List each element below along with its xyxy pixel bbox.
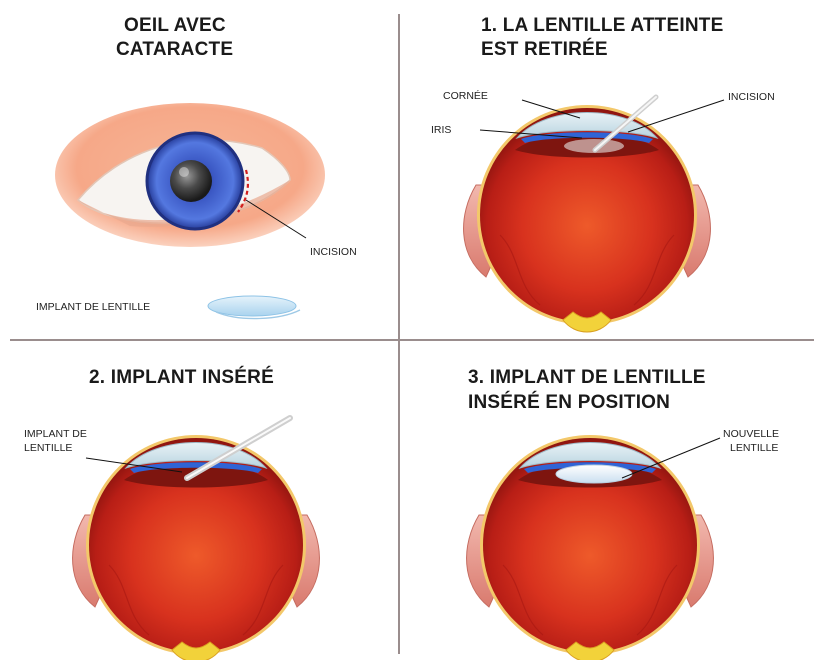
p2-incision-leader bbox=[628, 100, 724, 132]
p4-new-lens bbox=[556, 465, 632, 483]
